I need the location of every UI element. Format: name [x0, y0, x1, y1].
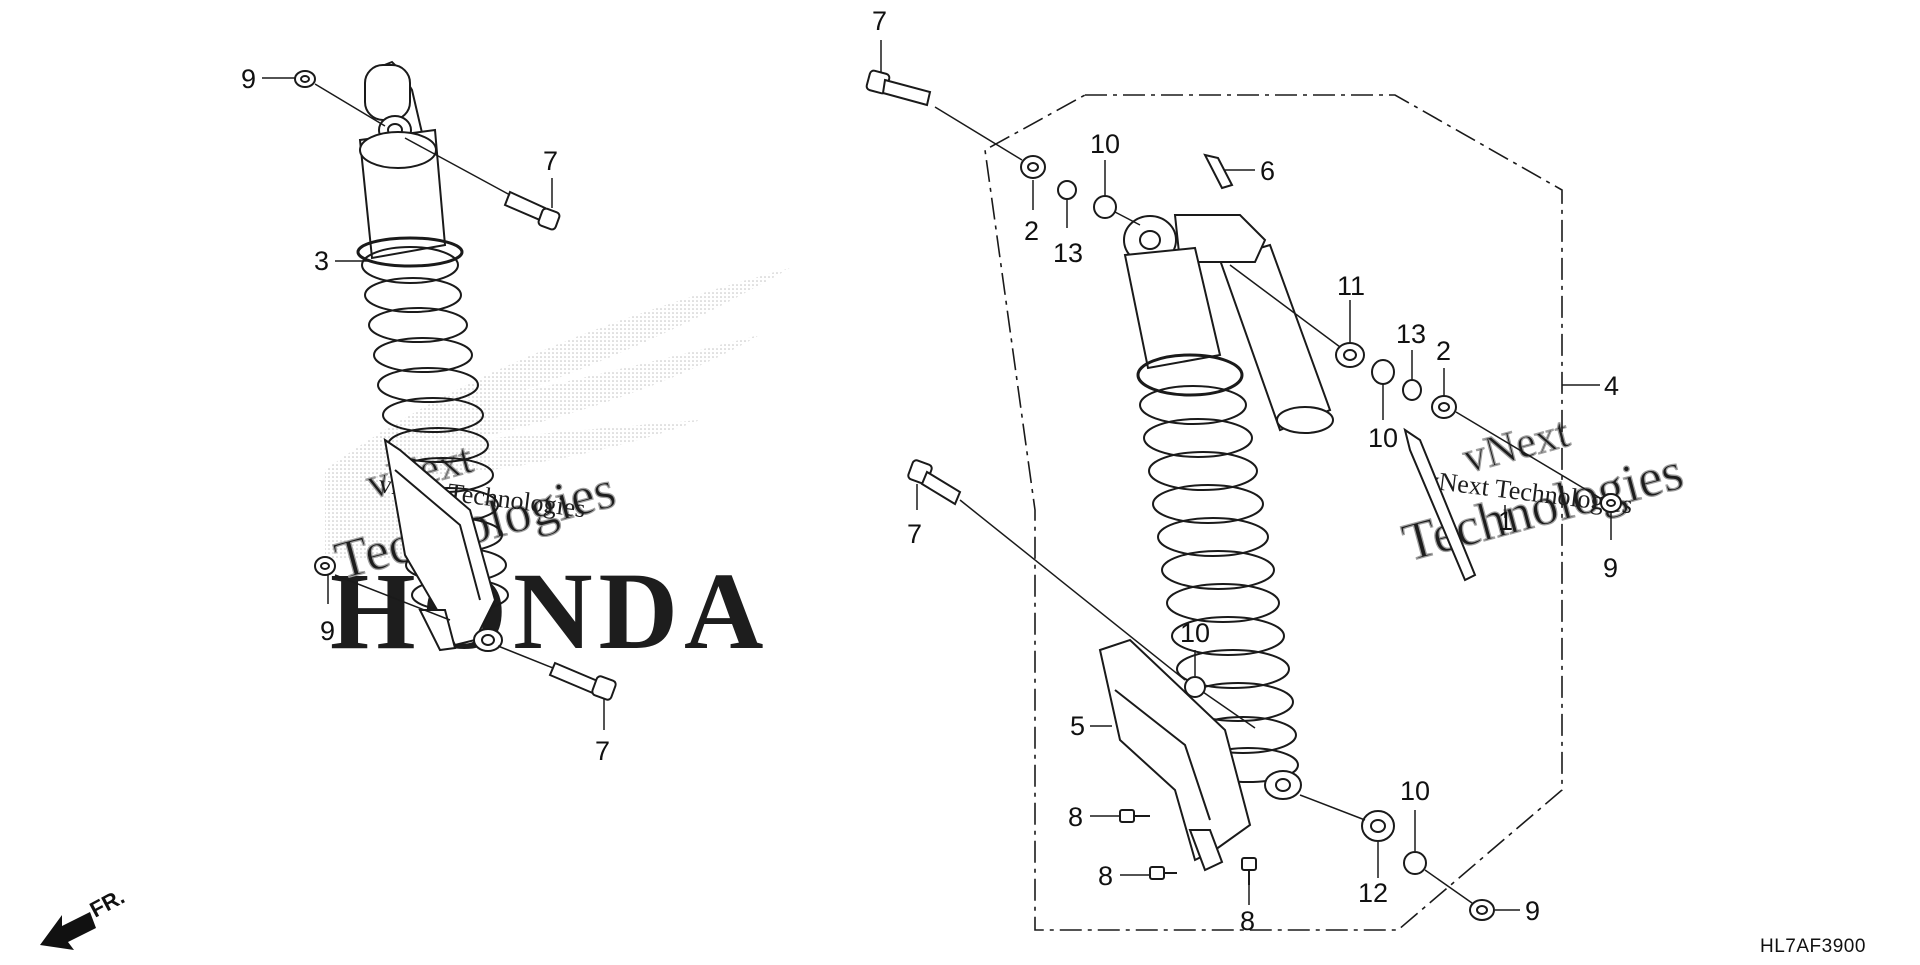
left-lower-eye-hole — [481, 634, 495, 646]
left-leader-lines — [262, 77, 605, 730]
left-body-top — [359, 131, 437, 169]
right-mid-bolt — [907, 459, 962, 506]
callout-8-b: 8 — [1098, 861, 1113, 891]
callout-9-left-bottom: 9 — [320, 616, 335, 646]
nut-9-right — [1600, 493, 1622, 513]
collar-2-top — [1020, 155, 1046, 179]
callout-11: 11 — [1337, 271, 1365, 301]
callout-10-mid: 10 — [1180, 618, 1210, 648]
left-lower-bolt — [548, 661, 617, 701]
oring-10-top — [1093, 195, 1117, 219]
fr-arrow-icon — [40, 912, 96, 950]
callout-10-lower: 10 — [1400, 776, 1430, 806]
callout-10-right: 10 — [1368, 423, 1398, 453]
screw-8-c — [1241, 857, 1257, 885]
bushing-12 — [1361, 810, 1395, 842]
right-top-bolt — [865, 69, 932, 107]
watermark: HONDA vNext Technologies vNext Technolog… — [325, 268, 1690, 672]
oring-10-right — [1371, 359, 1395, 385]
screw-8-b — [1149, 866, 1177, 880]
callout-13-right: 13 — [1396, 319, 1426, 349]
callout-7-left-bottom: 7 — [595, 736, 610, 766]
callout-13-top: 13 — [1053, 238, 1083, 268]
right-reservoir — [1218, 243, 1332, 432]
right-reservoir-end — [1276, 406, 1334, 434]
shock-assembly-left — [294, 60, 617, 701]
nut-9-bottom — [1469, 899, 1495, 921]
callout-8-a: 8 — [1068, 802, 1083, 832]
right-top-eye-hole — [1139, 230, 1161, 250]
right-guard-tab — [1188, 829, 1224, 872]
callout-9-bottom: 9 — [1525, 896, 1540, 926]
callout-1: 1 — [1498, 506, 1513, 536]
right-damper-body — [1123, 246, 1222, 370]
right-lower-eye-hole — [1275, 778, 1291, 792]
left-guard-tab — [418, 609, 457, 652]
callout-7-right-top: 7 — [872, 6, 887, 36]
callout-5: 5 — [1070, 711, 1085, 741]
callout-10-top: 10 — [1090, 129, 1120, 159]
left-guard-edge — [394, 469, 481, 601]
collar-2-right — [1431, 395, 1457, 419]
screw-8-a — [1119, 809, 1150, 823]
left-spring-seat — [356, 236, 464, 268]
right-guard-plate — [1098, 638, 1252, 862]
right-guard-edge — [1114, 689, 1211, 821]
callout-2-right: 2 — [1436, 336, 1451, 366]
callout-9-right: 9 — [1603, 553, 1618, 583]
washer-13-top — [1057, 180, 1077, 200]
left-top-eye — [364, 64, 411, 121]
right-spring — [1136, 353, 1299, 783]
shock-assembly-right — [865, 69, 1622, 921]
callout-labels: 9 7 3 9 7 7 2 13 10 6 11 13 2 4 10 1 9 7… — [241, 6, 1619, 936]
oring-10-mid — [1184, 676, 1206, 698]
right-leader-lines — [880, 40, 1612, 911]
honda-letters-text: HONDA — [330, 550, 769, 672]
left-top-nut — [294, 70, 316, 88]
callout-7-right-mid: 7 — [907, 519, 922, 549]
washer-13-right — [1402, 379, 1422, 401]
fr-label: FR. — [86, 884, 129, 923]
callout-3: 3 — [314, 246, 329, 276]
honda-wing-logo: HONDA — [325, 268, 790, 672]
left-lower-nut — [314, 556, 336, 576]
drawing-code: HL7AF3900 — [1760, 936, 1866, 957]
callout-12: 12 — [1358, 878, 1388, 908]
left-top-bolt — [503, 190, 561, 231]
callout-6: 6 — [1260, 156, 1275, 186]
front-direction-indicator: FR. — [40, 884, 129, 950]
callout-2-top: 2 — [1024, 216, 1039, 246]
callout-9-left-top: 9 — [241, 64, 256, 94]
honda-letters: HONDA — [330, 550, 769, 672]
callout-8-c: 8 — [1240, 906, 1255, 936]
oring-10-lower — [1403, 851, 1427, 875]
callout-7-left-top: 7 — [543, 146, 558, 176]
callout-4: 4 — [1604, 371, 1619, 401]
part-1-strip — [1403, 427, 1477, 582]
part-6-sticker — [1203, 153, 1234, 190]
